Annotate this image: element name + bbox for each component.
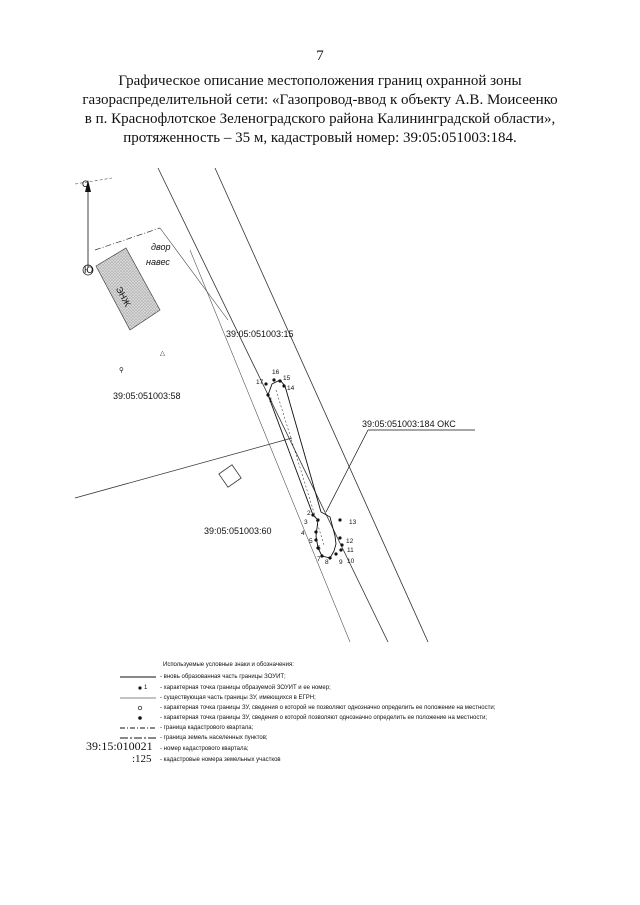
leader-line-184 (325, 429, 369, 513)
quarter-boundary-top (74, 177, 113, 185)
road-boundary-right (214, 167, 429, 643)
shed-label: навес (146, 257, 170, 267)
point-label-3: 3 (304, 519, 308, 526)
zone-point-10 (339, 548, 343, 552)
hollow-point-symbol (137, 705, 143, 711)
tree-symbol: ⚲ (119, 366, 124, 374)
parcel-58-boundary (74, 437, 293, 499)
zone-point-1 (266, 393, 270, 397)
legend-row-existing-boundary: - существующая часть границы ЗУ, имеющих… (78, 693, 558, 703)
legend-text-1: - вновь образованная часть границы ЗОУИТ… (160, 674, 286, 680)
legend-row-unresolved-point: - характерная точка границы ЗУ, сведения… (78, 703, 558, 713)
north-arrow-head (85, 180, 91, 192)
parcel-15-boundary (159, 227, 229, 321)
gas-pipeline (275, 389, 325, 546)
point-label-4: 4 (301, 530, 305, 537)
protection-zone-boundary (267, 379, 337, 559)
cadastral-map: С Ю ЭНЖ двор навес ⚲ △ (74, 167, 475, 643)
solid-point-symbol (138, 716, 142, 720)
residential-building (95, 247, 161, 331)
zone-point-17 (264, 382, 268, 386)
yard-label: двор (151, 242, 171, 252)
legend-row-parcel-number: :125 - кадастровые номера земельных учас… (78, 753, 558, 765)
title-line-1: Графическое описание местоположения гран… (118, 73, 522, 89)
parcel-label-60: 39:05:051003:60 (204, 526, 272, 536)
legend-text-8: - номер кадастрового квартала; (160, 746, 249, 752)
parcel-label-58: 39:05:051003:58 (113, 391, 181, 401)
legend-text-7: - граница земель населенных пунктов; (160, 735, 268, 741)
point-label-11: 11 (347, 547, 354, 554)
existing-boundary-symbol (120, 697, 156, 699)
legend-row-new-boundary: - вновь образованная часть границы ЗОУИТ… (78, 672, 558, 682)
page-number: 7 (316, 48, 324, 64)
zone-point-12 (338, 536, 342, 540)
zone-point-9 (334, 552, 338, 556)
legend-text-4: - характерная точка границы ЗУ, сведения… (160, 705, 496, 711)
zone-point-11 (340, 543, 344, 547)
point-label-2: 2 (307, 510, 311, 517)
document-title: Графическое описание местоположения гран… (60, 72, 580, 148)
quarter-number-example: 39:15:010021 (86, 739, 153, 753)
parcel-number-example: :125 (132, 753, 152, 765)
point-label-13: 13 (349, 519, 357, 526)
parcel-label-15: 39:05:051003:15 (226, 329, 294, 339)
zone-point-5 (314, 538, 318, 542)
legend-row-resolved-point: - характерная точка границы ЗУ, сведения… (78, 713, 558, 723)
point-label-12: 12 (346, 538, 354, 545)
zone-point-2 (311, 513, 315, 517)
point-label-10: 10 (347, 558, 355, 565)
zone-point-8 (328, 556, 332, 560)
parcel-label-184: 39:05:051003:184 ОКС (362, 419, 456, 429)
point-label-8: 8 (325, 559, 329, 566)
legend-row-zone-point: 1 - характерная точка границы образуемой… (78, 683, 558, 693)
road-centre-line (189, 249, 351, 643)
zone-point-6 (316, 546, 320, 550)
point-label-17: 17 (256, 379, 264, 386)
legend-text-6: - граница кадастрового квартала; (160, 725, 254, 731)
small-structure (218, 464, 242, 488)
legend-row-settlement-boundary: - граница земель населенных пунктов; (78, 733, 558, 743)
north-label: С (82, 179, 89, 189)
point-label-16: 16 (272, 369, 280, 376)
legend-text-3: - существующая часть границы ЗУ, имеющих… (160, 695, 316, 701)
title-line-4: протяженность – 35 м, кадастровый номер:… (123, 130, 517, 146)
point-label-15: 15 (283, 375, 291, 382)
zone-point-7 (320, 554, 324, 558)
point-label-6: 6 (317, 545, 321, 552)
legend-row-quarter-boundary: - граница кадастрового квартала; (78, 723, 558, 733)
point-label-9: 9 (339, 559, 343, 566)
zone-point-13 (338, 518, 342, 522)
zone-points (264, 378, 344, 560)
zone-point-14 (282, 384, 286, 388)
point-label-7: 7 (317, 556, 321, 563)
point-label-14: 14 (287, 385, 295, 392)
road-boundary-left (157, 167, 389, 643)
new-boundary-symbol (120, 676, 156, 678)
legend-text-5: - характерная точка границы ЗУ, сведения… (160, 715, 488, 721)
zone-point-3 (316, 518, 320, 522)
quarter-boundary-symbol (120, 727, 156, 729)
settlement-boundary (94, 227, 161, 251)
settlement-boundary-symbol (120, 737, 156, 739)
zone-point-symbol (138, 686, 142, 690)
zone-point-16 (272, 378, 276, 382)
south-circle (82, 264, 94, 276)
legend-point-number: 1 (144, 685, 148, 691)
south-label: Ю (84, 265, 93, 275)
zone-point-15 (278, 379, 282, 383)
marker-symbol: △ (160, 350, 166, 357)
legend-text-2: - характерная точка границы образуемой З… (160, 685, 331, 691)
title-line-3: в п. Краснофлотское Зеленоградского райо… (84, 111, 556, 127)
legend-text-9: - кадастровые номера земельных участков (160, 757, 281, 763)
legend-title: Используемые условные знаки и обозначени… (163, 662, 294, 668)
point-label-1: 1 (269, 397, 273, 404)
point-label-5: 5 (309, 538, 313, 545)
title-line-2: газораспределительной сети: «Газопровод-… (82, 92, 558, 108)
legend-row-quarter-number: 39:15:010021 - номер кадастрового кварта… (78, 739, 558, 754)
zone-point-4 (314, 530, 318, 534)
